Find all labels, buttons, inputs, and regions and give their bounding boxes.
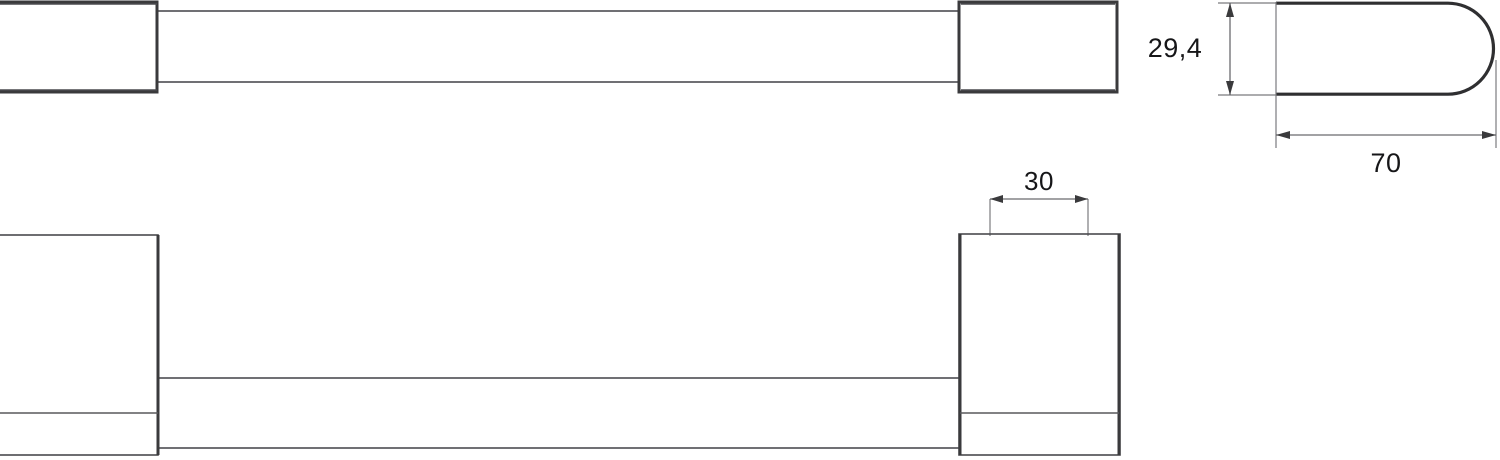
top-rail-body bbox=[157, 377, 961, 449]
dim-30-arrow-right bbox=[1075, 195, 1088, 203]
dim-70-arrow-right bbox=[1482, 131, 1496, 139]
side-view-rounded-profile bbox=[1276, 1, 1496, 96]
front-right-bracket-body bbox=[957, 0, 1119, 94]
dim-70-arrow-left bbox=[1276, 131, 1290, 139]
dim-30-label: 30 bbox=[1024, 166, 1054, 196]
dim-29-4-arrow-bottom bbox=[1226, 81, 1234, 95]
top-right-bracket-body bbox=[958, 233, 1121, 456]
top-left-bracket-body bbox=[0, 234, 159, 456]
top-view-rail bbox=[157, 377, 961, 449]
top-view-left-bracket bbox=[0, 234, 160, 456]
front-view-rail bbox=[156, 10, 961, 83]
front-rail-body bbox=[156, 10, 961, 83]
dimension-70: 70 bbox=[1276, 60, 1497, 178]
top-view-group bbox=[0, 233, 1121, 456]
front-left-bracket-body bbox=[0, 0, 159, 94]
front-view-left-bracket bbox=[0, 0, 159, 94]
top-view-right-bracket bbox=[958, 233, 1121, 456]
dim-70-label: 70 bbox=[1370, 148, 1401, 178]
front-view-group bbox=[0, 0, 1119, 94]
front-view-right-bracket bbox=[957, 0, 1119, 94]
dim-29-4-label: 29,4 bbox=[1148, 33, 1203, 63]
side-view-group bbox=[1275, 1, 1496, 148]
dimension-29-4: 29,4 bbox=[1148, 2, 1276, 96]
dim-29-4-arrow-top bbox=[1226, 3, 1234, 17]
dim-30-arrow-left bbox=[990, 195, 1003, 203]
dimension-30: 30 bbox=[989, 166, 1089, 236]
